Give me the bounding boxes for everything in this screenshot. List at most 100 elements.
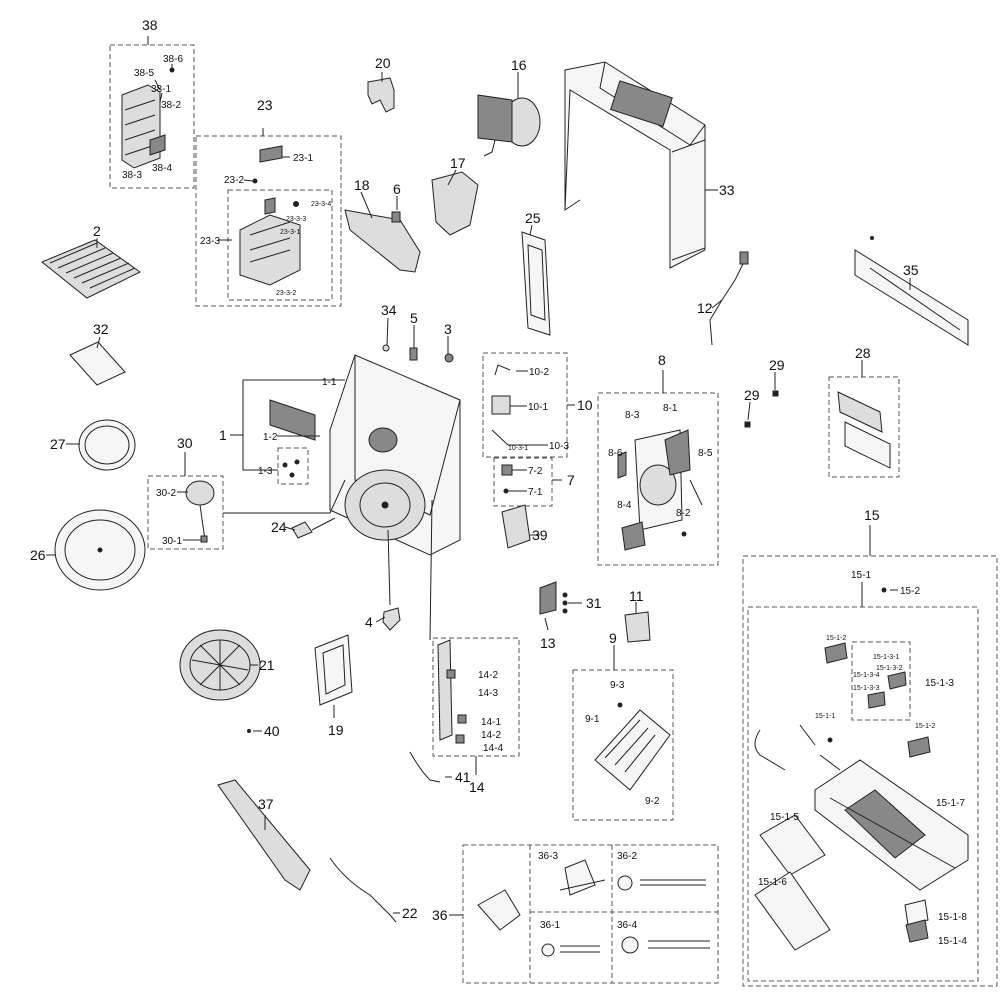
part-36-4-screw — [621, 936, 710, 954]
group-box-30 — [147, 475, 224, 550]
group-box-38 — [109, 44, 195, 189]
label-10-2: 10-2 — [529, 367, 549, 378]
label-36-1: 36-1 — [540, 920, 560, 931]
part-24-clip — [291, 521, 313, 539]
label-14-1: 14-1 — [481, 717, 501, 728]
label-23: 23 — [257, 97, 273, 113]
part-18-guide — [344, 209, 421, 273]
label-14-3: 14-3 — [478, 688, 498, 699]
part-36-cover — [477, 889, 521, 931]
label-39: 39 — [532, 527, 548, 543]
part-22-wire — [329, 857, 397, 923]
part-19-bracket — [314, 634, 353, 706]
label-8-5: 8-5 — [698, 448, 713, 459]
label-33: 33 — [719, 182, 735, 198]
part-9-tray-assembly — [594, 702, 671, 791]
label-20: 20 — [375, 55, 391, 71]
label-35: 35 — [903, 262, 919, 278]
group-box-9 — [572, 669, 674, 821]
label-22: 22 — [402, 905, 418, 921]
label-38-5: 38-5 — [134, 68, 154, 79]
part-14-assembly — [437, 639, 467, 744]
part-7-switch — [501, 464, 513, 476]
label-13: 13 — [540, 635, 556, 651]
label-7-1: 7-1 — [528, 487, 543, 498]
label-8: 8 — [658, 352, 666, 368]
label-1-3: 1-3 — [258, 466, 273, 477]
label-15-1-2-a: 15-1-2 — [826, 635, 846, 642]
label-25: 25 — [525, 210, 541, 226]
label-23-3-2: 23-3-2 — [276, 290, 296, 297]
label-15-1-6: 15-1-6 — [758, 877, 787, 888]
label-38-2: 38-2 — [161, 100, 181, 111]
label-10-3-1: 10-3-1 — [508, 445, 528, 452]
label-29-b: 29 — [744, 387, 760, 403]
part-12-harness — [709, 259, 746, 346]
part-5-sensor — [409, 347, 418, 361]
label-1: 1 — [219, 427, 227, 443]
label-14: 14 — [469, 779, 485, 795]
part-16-fan-motor — [477, 94, 541, 157]
part-30-motor — [185, 480, 215, 543]
label-7: 7 — [567, 472, 575, 488]
part-23-assembly — [239, 145, 301, 286]
label-15-1-3-3: 15-1-3-3 — [853, 685, 880, 692]
label-32: 32 — [93, 321, 109, 337]
part-26-turntable-tray — [54, 509, 146, 591]
group-box-14 — [432, 637, 520, 757]
part-20-clip — [367, 77, 395, 113]
label-15: 15 — [864, 507, 880, 523]
label-17: 17 — [450, 155, 466, 171]
label-36-4: 36-4 — [617, 920, 637, 931]
label-15-1-3: 15-1-3 — [925, 678, 954, 689]
part-2-grease-filter — [41, 239, 141, 299]
group-box-15-1-3 — [851, 641, 911, 721]
label-38-6: 38-6 — [163, 54, 183, 65]
label-28: 28 — [855, 345, 871, 361]
part-36-2-bolt — [617, 875, 706, 891]
label-15-1-3-2: 15-1-3-2 — [876, 665, 903, 672]
label-15-1-3-4: 15-1-3-4 — [853, 672, 880, 679]
label-9-3: 9-3 — [610, 680, 625, 691]
label-10-3: 10-3 — [549, 441, 569, 452]
part-35-vent-grille — [854, 236, 969, 346]
label-30-1: 30-1 — [162, 536, 182, 547]
callout-labels: 38 38-6 38-5 38-1 38-2 38-3 38-4 23 23-1… — [30, 17, 967, 947]
group-box-7 — [493, 457, 553, 507]
part-36-3-bracket — [564, 859, 596, 896]
label-5: 5 — [410, 310, 418, 326]
part-15-control-assembly — [754, 587, 969, 951]
label-2: 2 — [93, 223, 101, 239]
group-box-8 — [597, 392, 719, 566]
part-6-small — [391, 211, 401, 223]
label-15-1-4: 15-1-4 — [938, 936, 967, 947]
label-1-1: 1-1 — [322, 377, 337, 388]
label-15-1-5: 15-1-5 — [770, 812, 799, 823]
label-14-2-a: 14-2 — [478, 670, 498, 681]
label-12: 12 — [697, 300, 713, 316]
label-4: 4 — [365, 614, 373, 630]
group-box-23 — [195, 135, 342, 307]
part-10-assembly — [491, 364, 520, 446]
label-15-2: 15-2 — [900, 586, 920, 597]
label-29-a: 29 — [769, 357, 785, 373]
label-21: 21 — [259, 657, 275, 673]
label-37: 37 — [258, 796, 274, 812]
part-21-blower-wheel — [179, 629, 261, 701]
group-box-36 — [462, 844, 719, 984]
label-38-1: 38-1 — [151, 84, 171, 95]
label-26: 26 — [30, 547, 46, 563]
label-10-1: 10-1 — [528, 402, 548, 413]
label-40: 40 — [264, 723, 280, 739]
part-39-transformer — [501, 504, 531, 549]
label-41: 41 — [455, 769, 471, 785]
label-15-1-3-1: 15-1-3-1 — [873, 654, 900, 661]
label-30: 30 — [177, 435, 193, 451]
group-box-28 — [828, 376, 900, 478]
part-40-screw — [247, 729, 251, 733]
label-16: 16 — [511, 57, 527, 73]
part-28-part — [837, 391, 891, 469]
part-17-duct — [431, 171, 479, 236]
label-10: 10 — [577, 397, 593, 413]
label-7-2: 7-2 — [528, 466, 543, 477]
